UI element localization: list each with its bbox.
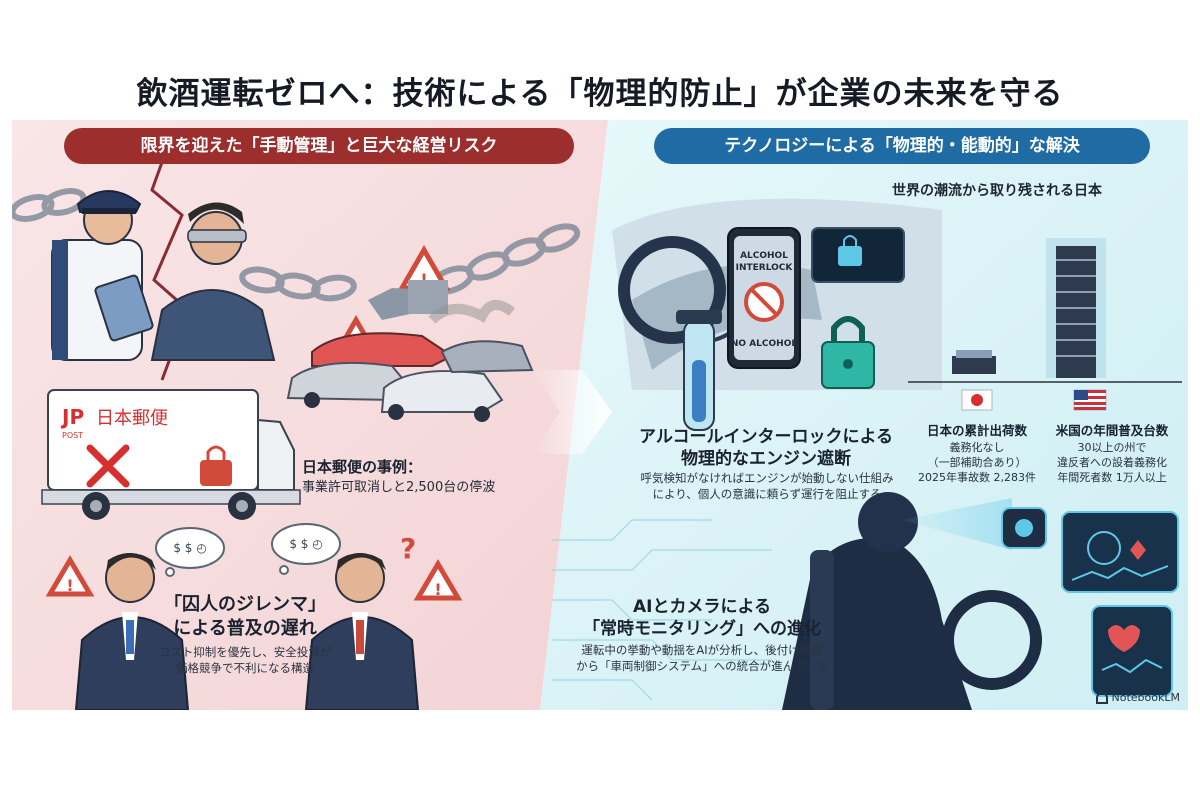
ai-body-2: から「車両制御システム」への統合が進んでいる — [575, 659, 829, 673]
truck-logo-sub: POST — [62, 431, 83, 440]
post-case-body: 事業許可取消しと2,500台の停波 — [302, 480, 496, 495]
brand-name: NotebookLM — [1111, 691, 1180, 704]
dilemma-body-2: 価格競争で不利になる構造 — [176, 661, 314, 675]
main-title: 飲酒運転ゼロへ：技術による「物理的防止」が企業の未来を守る — [136, 76, 1064, 112]
steering-wheel — [618, 236, 726, 344]
driver-silhouette — [782, 492, 972, 710]
police-officer — [51, 190, 154, 361]
question-mark-icon: ? — [400, 532, 416, 565]
post-case-title: 日本郵便の事例： — [302, 458, 423, 476]
ai-title-1: AIとカメラによる — [633, 597, 771, 617]
crashed-cars — [286, 280, 534, 422]
japan-stat-line-1: 義務化なし — [949, 441, 1005, 454]
post-truck — [41, 389, 301, 520]
dilemma-title-2: による普及の遅れ — [173, 618, 317, 639]
circuit-lines — [552, 519, 772, 701]
broken-chain — [12, 188, 581, 302]
lock-icon — [821, 316, 875, 389]
dilemma-body-1: コスト抑制を優先し、安全投資が — [158, 645, 332, 659]
svg-text:!: ! — [434, 580, 441, 599]
japan-flag — [961, 389, 993, 411]
driver-steering-wheel — [942, 590, 1042, 690]
ai-body-1: 運転中の挙動や動揺をAIが分析し、後付け機器 — [581, 643, 823, 657]
ai-title-2: 「常時モニタリング」への進化 — [583, 619, 821, 639]
device-line-2: INTERLOCK — [736, 263, 794, 273]
businessman-left — [74, 553, 190, 710]
camera-icon — [1001, 507, 1047, 549]
interlock-device — [727, 227, 801, 369]
us-stat-line-3: 年間死者数 1万人以上 — [1057, 471, 1167, 484]
svg-text:!: ! — [66, 576, 73, 595]
svg-text:$ $ ◴: $ $ ◴ — [289, 537, 323, 551]
center-arrow — [532, 370, 612, 454]
interlock-title-2: 物理的なエンジン遮断 — [681, 449, 851, 469]
japan-bar — [952, 350, 996, 374]
thought-bubble — [155, 523, 341, 577]
device-bottom: NO ALCOHOL — [731, 339, 797, 349]
svg-text:$ $ ◴: $ $ ◴ — [173, 541, 207, 555]
japan-stat-line-2: （一部補助合あり） — [927, 456, 1027, 469]
car-infotainment — [1091, 605, 1173, 697]
truck-logo: JP — [60, 405, 84, 429]
infographic-panel: !! !! — [12, 120, 1188, 710]
us-flag — [1073, 389, 1107, 411]
world-trend-title: 世界の潮流から取り残される日本 — [892, 183, 1102, 199]
interlock-title-1: アルコールインターロックによる — [639, 427, 893, 447]
japan-stat-line-3: 2025年事故数 2,283件 — [918, 471, 1036, 484]
interlock-body-1: 呼気検知がなければエンジンが始動しない仕組み — [640, 471, 894, 485]
brand-watermark: NotebookLM — [1095, 691, 1180, 704]
us-stat-line-1: 30以上の州で — [1077, 441, 1147, 454]
device-line-1: ALCOHOL — [740, 251, 788, 261]
us-stat-line-2: 違反者への設着義務化 — [1057, 456, 1167, 469]
ai-monitor-screen — [1061, 511, 1179, 593]
us-stat-title: 米国の年間普及台数 — [1055, 423, 1169, 438]
left-section-pill: 限界を迎えた「手動管理」と巨大な経営リスク — [64, 128, 574, 164]
dilemma-title-1: 「囚人のジレンマ」 — [164, 594, 326, 615]
cross-mark — [86, 444, 130, 488]
truck-name: 日本郵便 — [96, 408, 168, 429]
svg-text:!: ! — [420, 270, 427, 289]
notebook-icon — [1095, 691, 1108, 704]
japan-stat-title: 日本の累計出荷数 — [926, 423, 1027, 438]
blindfolded-man — [150, 202, 276, 361]
panel-illustrations: !! !! — [12, 120, 1188, 710]
businessman-right — [304, 553, 420, 710]
us-bar-stripes — [1056, 259, 1096, 357]
coin-icon: $ $ ◴ $ $ ◴ — [173, 537, 323, 555]
us-bar — [1046, 238, 1106, 378]
right-section-pill: テクノロジーによる「物理的・能動的」な解決 — [654, 128, 1150, 164]
interlock-body-2: により、個人の意識に頼らず運行を阻止する — [652, 487, 882, 501]
camera-beam — [902, 498, 1012, 550]
